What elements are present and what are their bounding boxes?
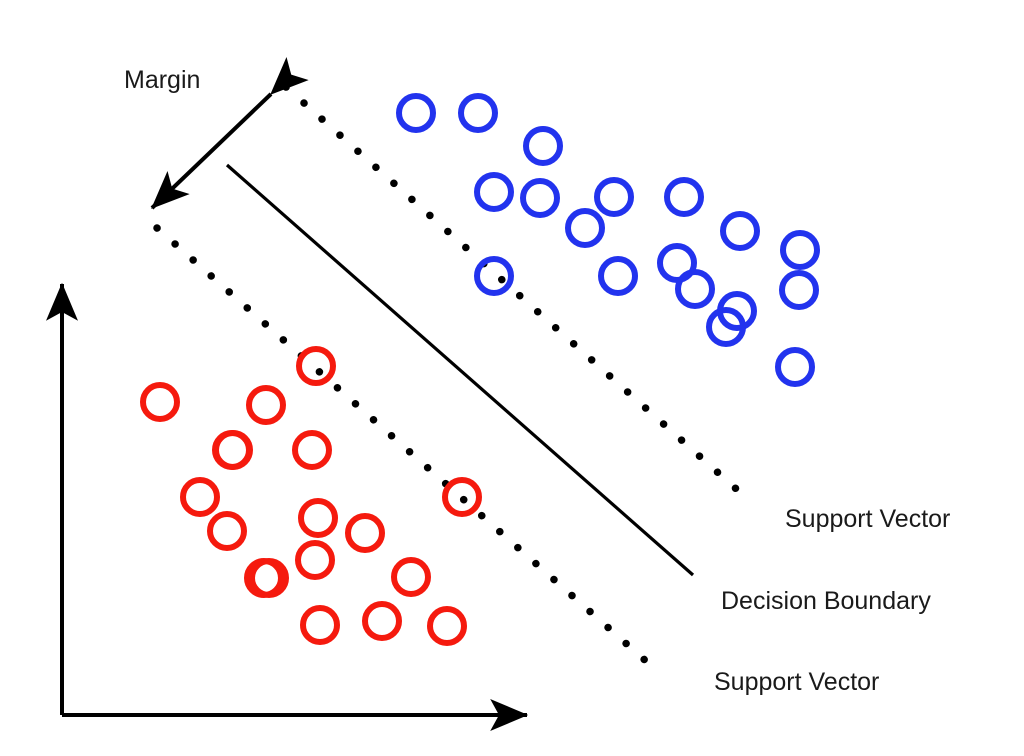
support-vector-bottom-label: Support Vector: [714, 668, 879, 696]
data-point-class-negative: [362, 601, 402, 641]
lower-support-vector-line: [153, 224, 651, 666]
support-vector-top-label: Support Vector: [785, 505, 950, 533]
data-point-class-positive: [458, 93, 498, 133]
data-point-class-negative: [244, 558, 284, 598]
data-point-class-positive: [396, 93, 436, 133]
data-point-class-negative: [140, 382, 180, 422]
upper-support-vector-line: [282, 83, 756, 507]
data-point-class-negative: [207, 511, 247, 551]
data-point-class-negative: [295, 540, 335, 580]
data-point-class-positive: [775, 347, 815, 387]
data-point-class-negative: [213, 430, 253, 470]
margin-double-arrow: [150, 56, 309, 210]
axes-group: [46, 282, 529, 731]
data-point-class-positive: [780, 230, 820, 270]
margin-measure-group: [150, 56, 309, 210]
data-point-class-negative: [391, 557, 431, 597]
data-point-class-positive: [720, 211, 760, 251]
data-point-class-positive: [664, 177, 704, 217]
data-point-class-negative: [442, 477, 482, 517]
data-point-class-negative: [298, 498, 338, 538]
labels-layer: Margin Support Vector Decision Boundary …: [124, 66, 950, 696]
data-point-class-positive: [706, 307, 746, 347]
data-point-class-positive: [779, 270, 819, 310]
data-point-class-negative: [300, 605, 340, 645]
decision-boundary-label: Decision Boundary: [721, 587, 931, 615]
data-point-class-positive: [474, 256, 514, 296]
data-point-class-negative: [427, 606, 467, 646]
data-point-class-negative: [296, 346, 336, 386]
margin-label: Margin: [124, 66, 200, 94]
data-point-class-negative: [246, 385, 286, 425]
decision-boundary-line: [225, 163, 695, 577]
data-point-class-positive: [657, 243, 697, 283]
margin-boundaries-group: [153, 83, 756, 666]
data-points-layer: [140, 93, 820, 646]
data-point-class-positive: [598, 256, 638, 296]
data-point-class-negative: [180, 477, 220, 517]
data-point-class-positive: [520, 178, 560, 218]
data-point-class-negative: [292, 430, 332, 470]
data-point-class-positive: [474, 172, 514, 212]
data-point-class-positive: [565, 208, 605, 248]
data-point-class-positive: [594, 177, 634, 217]
data-point-class-positive: [675, 269, 715, 309]
data-point-class-negative: [345, 513, 385, 553]
data-point-class-positive: [523, 126, 563, 166]
